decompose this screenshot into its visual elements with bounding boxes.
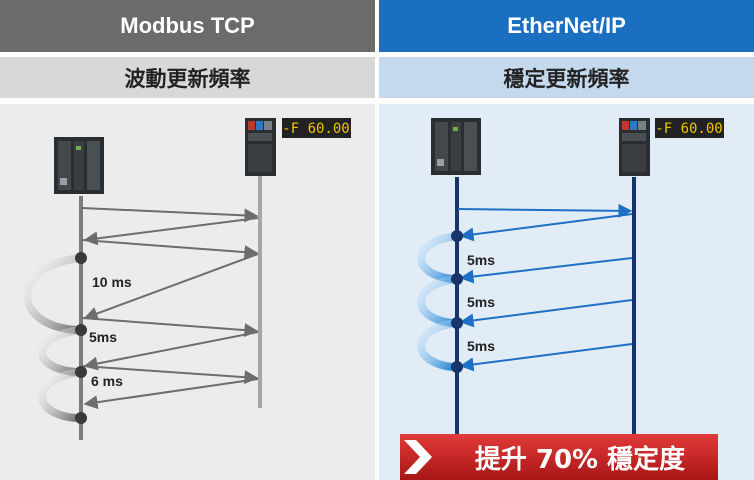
modbus-request-arrow [81,207,259,223]
modbus-response-arrow [83,331,259,371]
modbus-cycle-arc [38,368,82,422]
ethernetip-readout-text: -F 60.00 [655,121,722,137]
modbus-update-point [75,412,87,424]
modbus-cycle-arc [23,254,82,334]
ethernetip-update-point [451,317,463,329]
ethernetip-open-arrow [457,203,633,218]
ethernetip-cycle-arc [417,319,458,371]
stability-banner-text: 提升 70% 穩定度 [475,444,685,475]
modbus-interval-label: 6 ms [91,373,123,389]
ethernetip-messages [457,203,633,372]
stability-banner: 提升 70% 穩定度 [400,434,718,480]
modbus-interval-label: 5ms [89,329,117,345]
modbus-cycle-arcs [23,254,82,422]
modbus-drive-readout: -F 60.00 [282,118,351,138]
ethernetip-interval-label: 5ms [467,294,495,310]
ethernetip-cycle-arcs [417,232,458,371]
modbus-plc-icon [54,137,104,194]
modbus-request-arrow [81,317,259,338]
modbus-update-point [75,324,87,336]
ethernetip-update-point [451,273,463,285]
modbus-request-arrow [81,365,259,385]
ethernetip-cycle-arc [417,275,458,327]
ethernetip-interval-label: 5ms [467,338,495,354]
ethernetip-drive-icon [619,118,650,176]
ethernetip-update-points [451,230,463,373]
ethernetip-update-point [451,361,463,373]
modbus-messages [81,207,259,410]
modbus-update-point [75,252,87,264]
modbus-readout-text: -F 60.00 [282,121,349,137]
modbus-response-arrow [83,217,259,246]
modbus-request-arrow [81,239,259,260]
ethernetip-data-arrow [459,299,633,328]
modbus-response-arrow [83,378,259,410]
modbus-update-points [75,252,87,424]
modbus-update-point [75,366,87,378]
ethernetip-data-arrow [459,213,633,242]
ethernetip-plc-icon [431,118,481,175]
ethernetip-drive-readout: -F 60.00 [655,118,724,138]
ethernetip-header: EtherNet/IP [379,0,754,52]
modbus-interval-label: 10 ms [92,274,132,290]
modbus-header: Modbus TCP [0,0,375,52]
ethernetip-interval-label: 5ms [467,252,495,268]
modbus-response-arrow [83,253,259,321]
modbus-subtitle: 波動更新頻率 [0,57,375,98]
modbus-drive-icon [245,118,276,176]
ethernetip-data-arrow [459,343,633,372]
chevron-right-icon [404,440,432,474]
ethernetip-update-point [451,230,463,242]
modbus-cycle-arc [38,326,82,376]
ethernetip-cycle-arc [417,232,458,283]
ethernetip-data-arrow [459,257,633,284]
ethernetip-subtitle: 穩定更新頻率 [379,57,754,98]
